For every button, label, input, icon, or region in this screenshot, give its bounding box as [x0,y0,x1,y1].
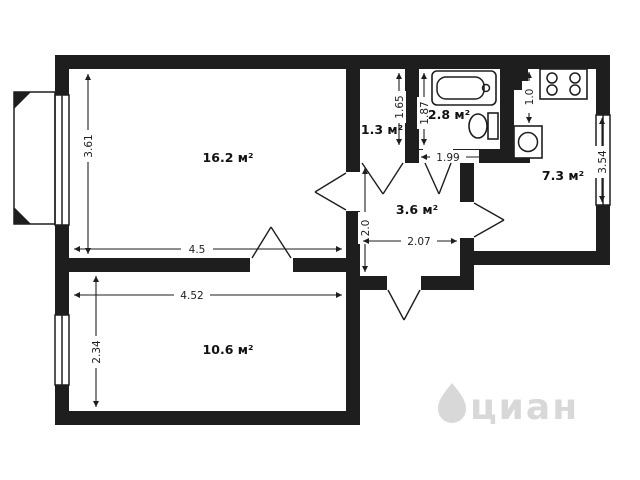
dim-kitchen-nook: 1.0 [524,89,536,106]
dim-kitchen-depth: 3.54 [597,150,609,174]
toilet-bowl [468,113,488,139]
wall-segment [55,258,250,272]
room-label-corridor: 1.3 м² [361,122,403,137]
bathtub-drain [481,83,491,93]
wall-segment [293,258,360,272]
dim-living-width: 4.5 [189,244,206,256]
wall-segment [460,251,610,265]
stove-icon [539,68,588,100]
door-bathroom [424,162,452,195]
brand-watermark-text: циан [470,387,579,428]
wall-segment [55,272,69,315]
toilet-tank [487,112,499,140]
dim-bathroom-width: 1.99 [436,152,459,164]
dim-corridor-depth: 1.65 [394,95,406,118]
bathtub-outline [431,70,497,106]
room-label-bedroom: 10.6 м² [203,342,254,357]
stove-burner [569,84,581,96]
door-living [314,172,347,211]
wall-segment [596,55,610,115]
window-living [54,94,70,226]
balcony-outline [13,91,56,225]
toilet-icon [468,112,499,140]
room-labels: 16.2 м² 1.3 м² 2.8 м² 7.3 м² 3.6 м² 10.6… [203,107,585,357]
watermark: циан [438,383,579,428]
dimensions: 3.61 4.5 4.52 2.34 1.65 1.87 1.99 [74,72,609,407]
stove-burner [546,84,558,96]
dim-hallway-depth: 2.0 [360,220,372,237]
dim-living-height: 3.61 [83,134,95,157]
stove-outline [539,68,588,100]
wall-segment [460,163,474,202]
stove-burner [569,72,581,84]
room-label-kitchen: 7.3 м² [542,168,584,183]
wall-segment [346,55,360,172]
door-corridor [361,162,404,195]
wall-segment [500,55,514,163]
door-entrance [387,289,421,321]
bathtub-icon [431,70,497,106]
window-bedroom [54,314,70,386]
bathtub-inner [436,76,485,100]
wall-segment [405,55,419,149]
balcony [13,91,56,225]
door-kitchen [473,202,505,238]
wall-segment [55,411,360,425]
door-bedroom [251,226,292,259]
stove-burner [546,72,558,84]
wall-segment [346,272,360,425]
wall-segment [55,55,69,95]
room-label-bathroom: 2.8 м² [428,107,470,122]
kitchen-sink-icon [513,125,543,159]
dim-bathroom-depth: 1.87 [419,101,431,124]
wall-segment [346,276,387,290]
sink-basin [517,131,539,153]
room-label-living: 16.2 м² [203,150,254,165]
wall-segment [346,211,360,276]
dim-hallway-width: 2.07 [407,236,430,248]
wall-segment [55,55,610,69]
room-label-hallway: 3.6 м² [396,202,438,217]
wall-segment [421,276,474,290]
door-swings [251,162,505,321]
dim-bedroom-width: 4.52 [180,290,203,302]
wall-segment [405,149,423,163]
brand-flame-icon [438,383,466,423]
wall-segment [596,205,610,265]
balcony-corner-hatch [14,207,31,224]
balcony-corner-hatch [14,92,31,109]
dim-bedroom-height: 2.34 [91,340,103,364]
